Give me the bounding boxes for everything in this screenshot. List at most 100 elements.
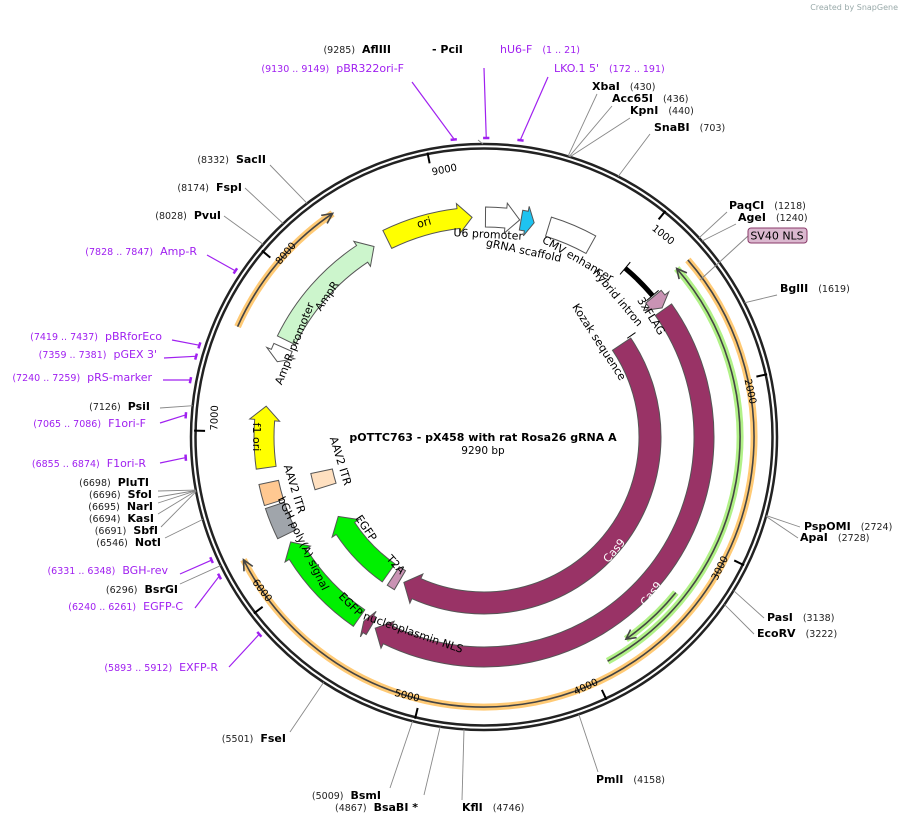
site-label[interactable]: SnaBI(703) xyxy=(654,121,725,134)
site-name[interactable]: AflIII xyxy=(362,43,391,56)
orf-orange[interactable] xyxy=(234,210,335,329)
site-label[interactable]: NarI(6695) xyxy=(88,500,153,513)
site-label[interactable]: PmlI(4158) xyxy=(596,773,665,786)
site-label[interactable]: PaqCI(1218) xyxy=(729,199,806,212)
feature-grna-scaffold[interactable] xyxy=(518,206,535,237)
feature-aav2-itr[interactable] xyxy=(258,479,285,507)
primer-label[interactable]: pGEX 3'(7359 .. 7381) xyxy=(39,348,157,361)
feature-cas9[interactable] xyxy=(374,303,715,668)
site-name[interactable]: KflI xyxy=(462,801,483,814)
primer-name[interactable]: pGEX 3' xyxy=(113,348,157,361)
site-label[interactable]: AgeI(1240) xyxy=(738,211,808,224)
site-label[interactable]: PsiI(7126) xyxy=(89,400,150,413)
primer-label[interactable]: EXFP-R(5893 .. 5912) xyxy=(104,661,218,674)
site-name[interactable]: BglII xyxy=(780,282,808,295)
feature-label-ori[interactable]: ori xyxy=(415,214,432,230)
primer-name[interactable]: Amp-R xyxy=(160,245,197,258)
feature-3xflag[interactable] xyxy=(643,289,671,312)
site-label[interactable]: SbfI(6691) xyxy=(95,524,158,537)
site-name[interactable]: BsrGI xyxy=(145,583,178,596)
feature-hybrid-intron[interactable] xyxy=(619,261,659,302)
primer-name[interactable]: pBR322ori-F xyxy=(336,62,404,75)
feature-cas9[interactable] xyxy=(403,337,662,615)
feature-ampr[interactable] xyxy=(276,240,375,346)
site-name[interactable]: KasI xyxy=(127,512,154,525)
primer-name[interactable]: pBRforEco xyxy=(105,330,162,343)
site-label[interactable]: XbaI(430) xyxy=(592,80,655,93)
primer-name[interactable]: EXFP-R xyxy=(179,661,218,674)
feature-t2a[interactable] xyxy=(386,566,407,591)
primer-name[interactable]: F1ori-R xyxy=(107,457,147,470)
site-name[interactable]: XbaI xyxy=(592,80,620,93)
site-label[interactable]: Acc65I(436) xyxy=(612,92,689,105)
site-label[interactable]: PluTI(6698) xyxy=(79,476,149,489)
site-label[interactable]: KpnI(440) xyxy=(630,104,694,117)
site-label[interactable]: EcoRV(3222) xyxy=(757,627,837,640)
site-label[interactable]: ApaI(2728) xyxy=(800,531,870,544)
feature-kozak-sequence[interactable] xyxy=(626,332,636,339)
site-name[interactable]: PvuI xyxy=(194,209,221,222)
primer-label[interactable]: pBRforEco(7419 .. 7437) xyxy=(30,330,162,343)
primer-label[interactable]: pBR322ori-F(9130 .. 9149) xyxy=(261,62,404,75)
feature-egfp[interactable] xyxy=(331,515,396,583)
site-name[interactable]: ApaI xyxy=(800,531,828,544)
site-label[interactable]: SfoI(6696) xyxy=(89,488,152,501)
site-label[interactable]: FspI(8174) xyxy=(177,181,242,194)
orf-green2[interactable] xyxy=(623,590,679,643)
feature-nucleoplasmin-nls[interactable] xyxy=(359,610,378,638)
site-label[interactable]: PvuI(8028) xyxy=(155,209,221,222)
site-label[interactable]: PspOMI(2724) xyxy=(804,520,892,533)
site-name[interactable]: BsmI xyxy=(351,789,382,802)
site-name[interactable]: NotI xyxy=(135,536,161,549)
feature-u6-promoter[interactable] xyxy=(484,201,521,235)
site-label[interactable]: KflI(4746) xyxy=(462,801,524,814)
feature-bgh-poly-a-signal[interactable] xyxy=(264,501,297,540)
site-label[interactable]: BsmI(5009) xyxy=(312,789,381,802)
site-name[interactable]: SacII xyxy=(236,153,266,166)
primer-label[interactable]: hU6-F(1 .. 21) xyxy=(500,43,580,56)
site-label[interactable]: AflIII(9285) xyxy=(323,43,391,56)
feature-cmv-enhancer[interactable] xyxy=(544,216,597,255)
primer-label[interactable]: LKO.1 5'(172 .. 191) xyxy=(554,62,665,75)
feature-ampr-promoter[interactable] xyxy=(265,342,297,363)
site-name[interactable]: PspOMI xyxy=(804,520,851,533)
site-label[interactable]: BglII(1619) xyxy=(780,282,850,295)
primer-label[interactable]: F1ori-F(7065 .. 7086) xyxy=(33,417,146,430)
site-label[interactable]: FseI(5501) xyxy=(222,732,286,745)
feature-label-kozak-sequence[interactable]: Kozak sequence xyxy=(569,301,628,383)
feature-f1-ori[interactable] xyxy=(248,405,281,470)
primer-label[interactable]: F1ori-R(6855 .. 6874) xyxy=(32,457,146,470)
sv40-nls-badge[interactable] xyxy=(747,227,808,244)
site-name[interactable]: - PciI xyxy=(432,43,463,56)
site-name[interactable]: FseI xyxy=(260,732,286,745)
site-name[interactable]: PmlI xyxy=(596,773,623,786)
site-name[interactable]: SbfI xyxy=(133,524,158,537)
site-name[interactable]: FspI xyxy=(216,181,242,194)
site-name[interactable]: EcoRV xyxy=(757,627,796,640)
site-name[interactable]: SnaBI xyxy=(654,121,690,134)
orf-orange[interactable] xyxy=(240,257,758,711)
site-label[interactable]: - PciI xyxy=(432,43,463,56)
site-name[interactable]: PsiI xyxy=(128,400,150,413)
site-label[interactable]: SacII(8332) xyxy=(197,153,266,166)
primer-name[interactable]: pRS-marker xyxy=(87,371,152,384)
site-label[interactable]: PasI(3138) xyxy=(767,611,834,624)
primer-label[interactable]: Amp-R(7828 .. 7847) xyxy=(85,245,197,258)
site-label[interactable]: NotI(6546) xyxy=(96,536,161,549)
feature-egfp[interactable] xyxy=(284,541,366,628)
site-name[interactable]: Acc65I xyxy=(612,92,653,105)
primer-name[interactable]: F1ori-F xyxy=(108,417,146,430)
site-name[interactable]: BsaBI * xyxy=(374,801,419,814)
orf-green1[interactable] xyxy=(605,266,744,665)
site-label[interactable]: KasI(6694) xyxy=(89,512,154,525)
primer-name[interactable]: hU6-F xyxy=(500,43,532,56)
site-name[interactable]: NarI xyxy=(127,500,153,513)
site-label[interactable]: BsrGI(6296) xyxy=(106,583,178,596)
site-name[interactable]: AgeI xyxy=(738,211,766,224)
site-label[interactable]: BsaBI *(4867) xyxy=(335,801,418,814)
primer-name[interactable]: BGH-rev xyxy=(122,564,168,577)
site-name[interactable]: KpnI xyxy=(630,104,658,117)
site-name[interactable]: PasI xyxy=(767,611,793,624)
site-name[interactable]: PluTI xyxy=(118,476,149,489)
site-name[interactable]: SfoI xyxy=(128,488,152,501)
